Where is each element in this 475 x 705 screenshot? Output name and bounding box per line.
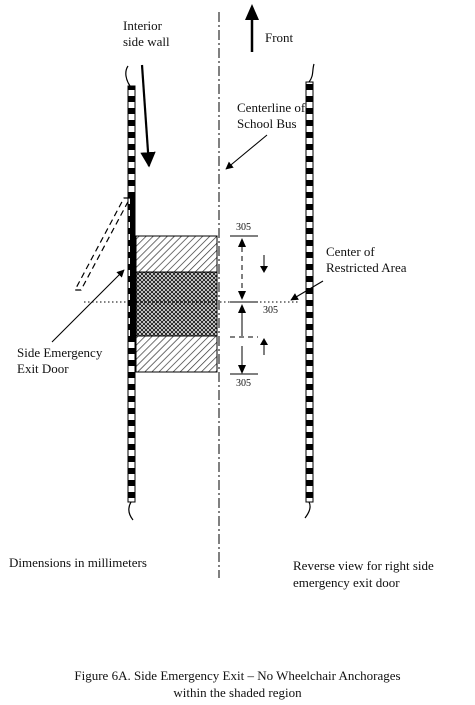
dimension-lines (230, 235, 268, 375)
figure-caption-line2: within the shaded region (173, 685, 302, 700)
restricted-region (135, 235, 218, 373)
centerline-label-line2: School Bus (237, 116, 297, 131)
centerline-label-line1: Centerline of (237, 100, 306, 115)
front-label: Front (265, 30, 294, 45)
right-wall (304, 63, 315, 519)
center-area-label-line2: Restricted Area (326, 260, 407, 275)
reverse-note-line2: emergency exit door (293, 575, 400, 590)
exit-door-label-line1: Side Emergency (17, 345, 103, 360)
up-arrow-icon (245, 4, 259, 52)
exit-door-label-line2: Exit Door (17, 361, 69, 376)
reverse-note-line1: Reverse view for right side (293, 558, 434, 573)
leader-interior-wall (140, 64, 156, 168)
leader-exit-door (51, 269, 125, 343)
door-swing (74, 197, 131, 291)
units-note: Dimensions in millimeters (9, 555, 147, 570)
center-area-label-line1: Center of (326, 244, 375, 259)
figure-caption-line1: Figure 6A. Side Emergency Exit – No Whee… (74, 668, 401, 683)
dimension-top: 305 (236, 222, 251, 233)
interior-wall-label-line2: side wall (123, 34, 170, 49)
leader-center-area (290, 280, 324, 301)
dimension-bottom: 305 (236, 378, 251, 389)
exit-door (130, 198, 135, 338)
interior-wall-label-line1: Interior (123, 18, 162, 33)
leader-centerline (225, 134, 268, 170)
dimension-middle: 305 (263, 305, 278, 316)
